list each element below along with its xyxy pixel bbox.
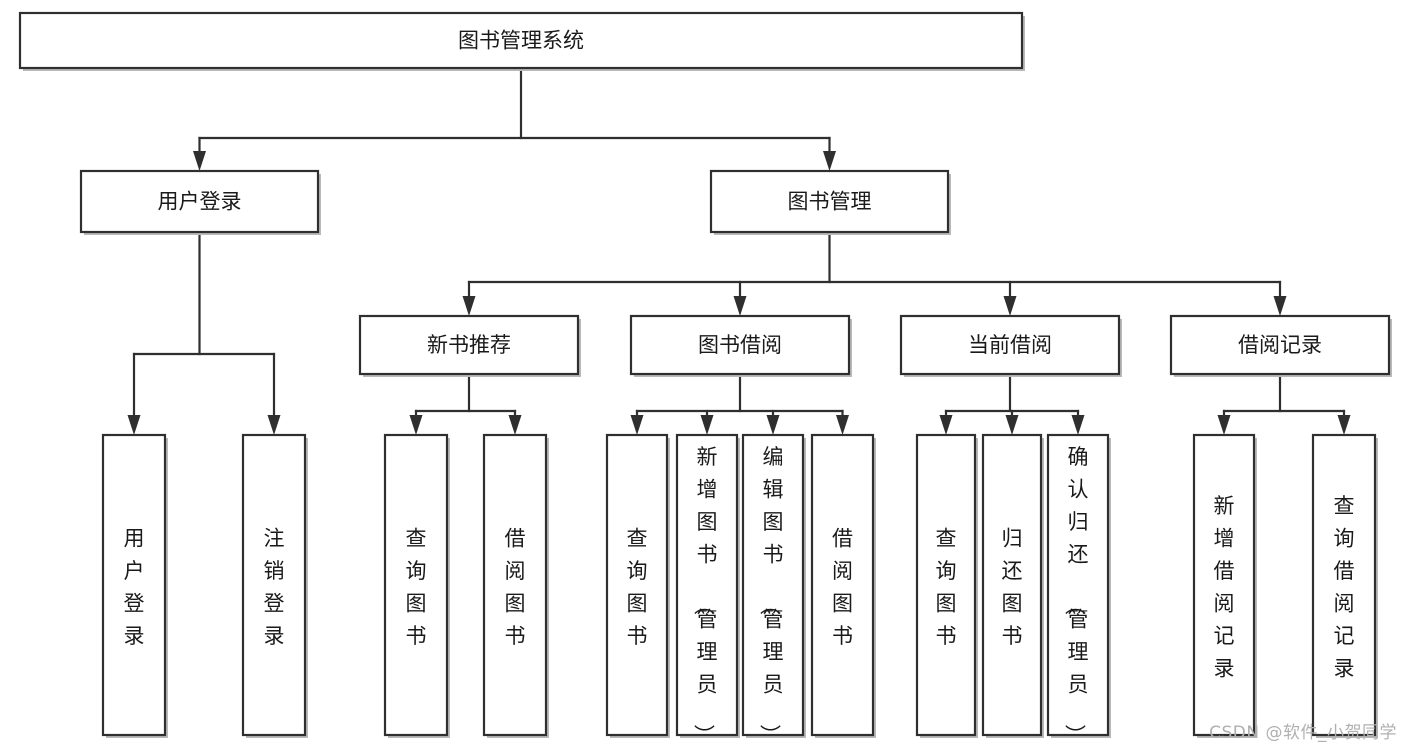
edges-layer <box>127 66 1351 435</box>
node-leaf-borrow-book[interactable]: 借阅图书 <box>810 433 876 738</box>
node-box <box>675 433 739 737</box>
node-box <box>79 169 320 234</box>
edge-arrowhead <box>733 296 747 316</box>
node-label: 图书借阅 <box>698 333 782 357</box>
node-box <box>981 433 1043 737</box>
node-box <box>899 314 1121 376</box>
node-box <box>629 314 851 376</box>
node-label: 借阅图书 <box>505 526 526 648</box>
edge-arrowhead <box>766 415 780 435</box>
node-box <box>810 433 875 737</box>
node-box <box>482 433 548 737</box>
node-box <box>18 11 1024 70</box>
edge-arrowhead <box>1217 415 1231 435</box>
node-label: 借阅图书 <box>832 526 853 648</box>
edge-arrowhead <box>836 415 849 435</box>
node-box <box>383 433 449 737</box>
edge-arrowhead <box>409 415 423 435</box>
edge-arrowhead <box>508 415 522 435</box>
node-label: 归还图书 <box>1002 526 1023 648</box>
edge-arrowhead <box>823 151 836 171</box>
node-label: 确认归还（管理员） <box>1063 445 1089 745</box>
node-box <box>915 433 977 737</box>
node-box <box>241 433 307 737</box>
edge-arrowhead <box>127 415 141 435</box>
node-book-management[interactable]: 图书管理 <box>709 169 951 235</box>
node-leaf-edit-book-admin[interactable]: 编辑图书（管理员） <box>741 433 806 745</box>
node-new-book-recommend[interactable]: 新书推荐 <box>358 314 581 377</box>
edge-arrowhead <box>267 415 281 435</box>
node-leaf-confirm-return-admin[interactable]: 确认归还（管理员） <box>1046 433 1111 745</box>
edge-arrowhead <box>1071 415 1085 435</box>
node-label: 图书管理系统 <box>458 29 584 53</box>
edge-arrowhead <box>630 415 644 435</box>
node-label: 当前借阅 <box>968 333 1052 357</box>
nodes-layer: 图书管理系统用户登录图书管理新书推荐图书借阅当前借阅借阅记录用户登录注销登录查询… <box>18 11 1392 745</box>
node-leaf-logout[interactable]: 注销登录 <box>241 433 308 738</box>
node-box <box>605 433 669 737</box>
edge-arrowhead <box>193 151 206 171</box>
node-box <box>101 433 167 737</box>
node-leaf-return-book[interactable]: 归还图书 <box>981 433 1044 738</box>
node-label: 图书管理 <box>788 190 872 214</box>
edge-arrowhead <box>1003 296 1017 316</box>
node-label: 用户登录 <box>158 190 242 214</box>
node-leaf-borrow-book-new[interactable]: 借阅图书 <box>482 433 549 738</box>
node-label: 编辑图书（管理员） <box>758 445 784 745</box>
edge-arrowhead <box>1337 415 1351 435</box>
node-label: 查询借阅记录 <box>1334 494 1355 681</box>
csdn-watermark: CSDN @软件_小贺同学 <box>1209 723 1397 743</box>
node-label: 借阅记录 <box>1238 333 1322 357</box>
edge-arrowhead <box>1005 415 1019 435</box>
node-box <box>709 169 950 234</box>
node-label: 查询图书 <box>627 526 648 648</box>
node-current-borrow[interactable]: 当前借阅 <box>899 314 1122 377</box>
node-box <box>1046 433 1110 737</box>
node-label: 查询图书 <box>406 526 427 648</box>
node-box <box>1311 433 1377 737</box>
node-root[interactable]: 图书管理系统 <box>18 11 1025 71</box>
node-leaf-add-borrow-record[interactable]: 新增借阅记录 <box>1192 433 1257 738</box>
node-label: 用户登录 <box>124 526 145 648</box>
edge-arrowhead <box>939 415 953 435</box>
node-label: 注销登录 <box>264 526 285 648</box>
node-leaf-query-borrow-record[interactable]: 查询借阅记录 <box>1311 433 1378 738</box>
edge-arrowhead <box>1273 296 1287 316</box>
node-leaf-query-book-new[interactable]: 查询图书 <box>383 433 450 738</box>
node-label: 新增借阅记录 <box>1214 494 1235 681</box>
node-borrow-record[interactable]: 借阅记录 <box>1169 314 1392 377</box>
node-label: 查询图书 <box>936 526 957 648</box>
node-box <box>1192 433 1256 737</box>
node-label: 新增图书（管理员） <box>692 445 718 745</box>
node-leaf-query-book-borrow[interactable]: 查询图书 <box>605 433 670 738</box>
node-box <box>741 433 805 737</box>
edge-arrowhead <box>700 415 714 435</box>
node-leaf-query-book-current[interactable]: 查询图书 <box>915 433 978 738</box>
node-label: 新书推荐 <box>427 333 511 357</box>
node-book-borrow[interactable]: 图书借阅 <box>629 314 852 377</box>
node-user-login[interactable]: 用户登录 <box>79 169 321 235</box>
node-leaf-user-login[interactable]: 用户登录 <box>101 433 168 738</box>
node-box <box>1169 314 1391 376</box>
node-box <box>358 314 580 376</box>
edge-arrowhead <box>462 296 476 316</box>
node-leaf-add-book-admin[interactable]: 新增图书（管理员） <box>675 433 740 745</box>
